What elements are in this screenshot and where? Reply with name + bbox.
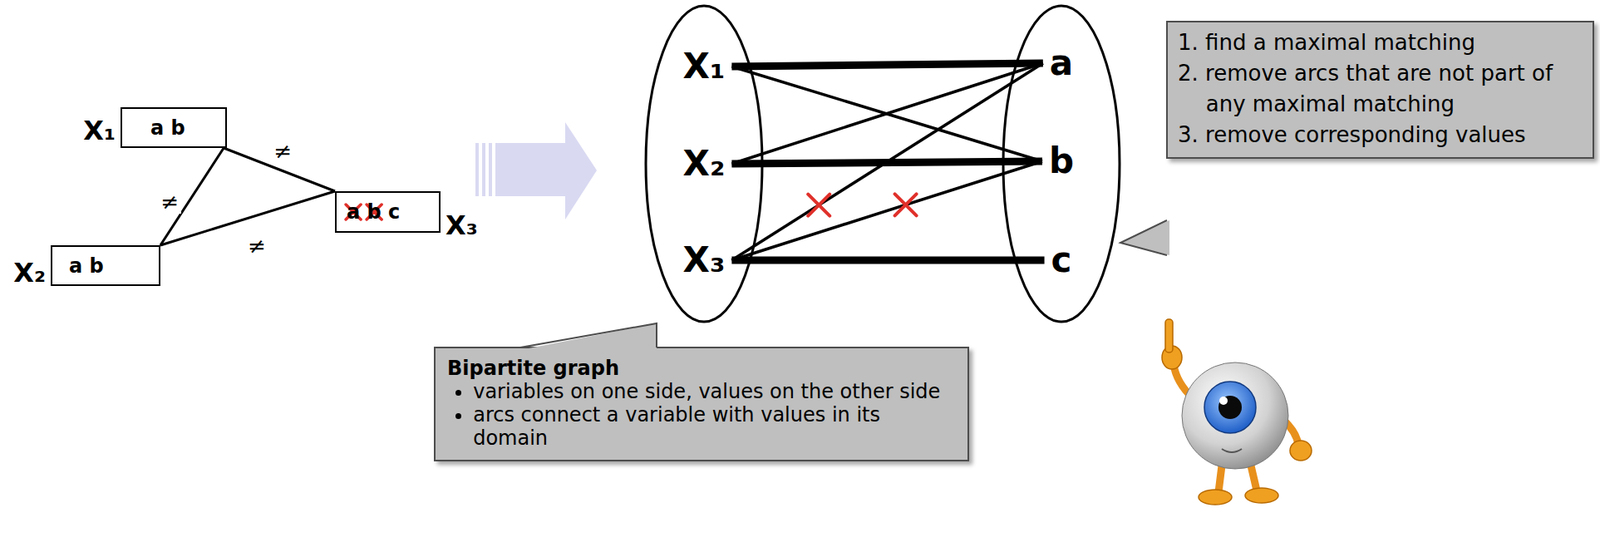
removed-arc-mark — [895, 193, 917, 216]
variable-vertex: X₂ — [678, 142, 731, 186]
steps-callout: 1. find a maximal matching2. remove arcs… — [1166, 20, 1595, 159]
transform-arrow — [475, 122, 597, 220]
variable-name: X₃ — [445, 211, 478, 239]
variable-name: X₁ — [83, 117, 116, 144]
domain-box: a bX₁ — [120, 107, 227, 148]
constraint-arc — [731, 63, 1043, 164]
bullet-list: variables on one side, values on the oth… — [447, 379, 956, 450]
domain-box: a b cX₃ — [334, 191, 441, 233]
step-text: 3. remove corresponding values — [1177, 119, 1583, 151]
callout-heading: Bipartite graph — [447, 356, 956, 380]
domain-values: a b c — [346, 200, 400, 224]
vertex-label: b — [1043, 139, 1079, 183]
value-vertex: b — [1043, 139, 1079, 183]
vertex-label: a — [1044, 41, 1079, 85]
callout-pointer — [1166, 20, 1167, 22]
edge-label: ≠ — [270, 139, 295, 163]
value-vertex: a — [1044, 41, 1079, 85]
vertex-label: c — [1046, 238, 1078, 282]
edge-label: ≠ — [157, 190, 182, 214]
vertex-label: X₂ — [678, 142, 731, 186]
variable-vertex: X₃ — [678, 238, 731, 282]
matching-arc — [731, 256, 1044, 264]
bullet-text: arcs connect a variable with values in i… — [472, 403, 956, 450]
vertex-label: X₁ — [678, 44, 731, 89]
callout-pointer — [433, 346, 435, 348]
domain-values: a b — [150, 116, 186, 140]
variable-vertex: X₁ — [678, 44, 731, 89]
domain-box: a bX₂ — [50, 245, 161, 286]
bullet-text: variables on one side, values on the oth… — [472, 379, 956, 404]
step-text: 2. remove arcs that are not part of any … — [1177, 58, 1583, 120]
edge-label: ≠ — [245, 234, 269, 258]
step-text: 1. find a maximal matching — [1177, 27, 1583, 59]
note-callout: Bipartite graphvariables on one side, va… — [433, 346, 970, 462]
eyeball-mascot — [1161, 319, 1312, 505]
constraint-arc — [731, 63, 1043, 261]
value-vertex: c — [1046, 238, 1078, 282]
vertex-label: X₃ — [678, 238, 731, 282]
matching-arc — [731, 63, 1043, 67]
removed-arc-mark — [807, 194, 830, 217]
variable-name: X₂ — [13, 259, 46, 286]
constraint-arc — [731, 161, 1043, 261]
domain-values: a b — [68, 254, 104, 278]
